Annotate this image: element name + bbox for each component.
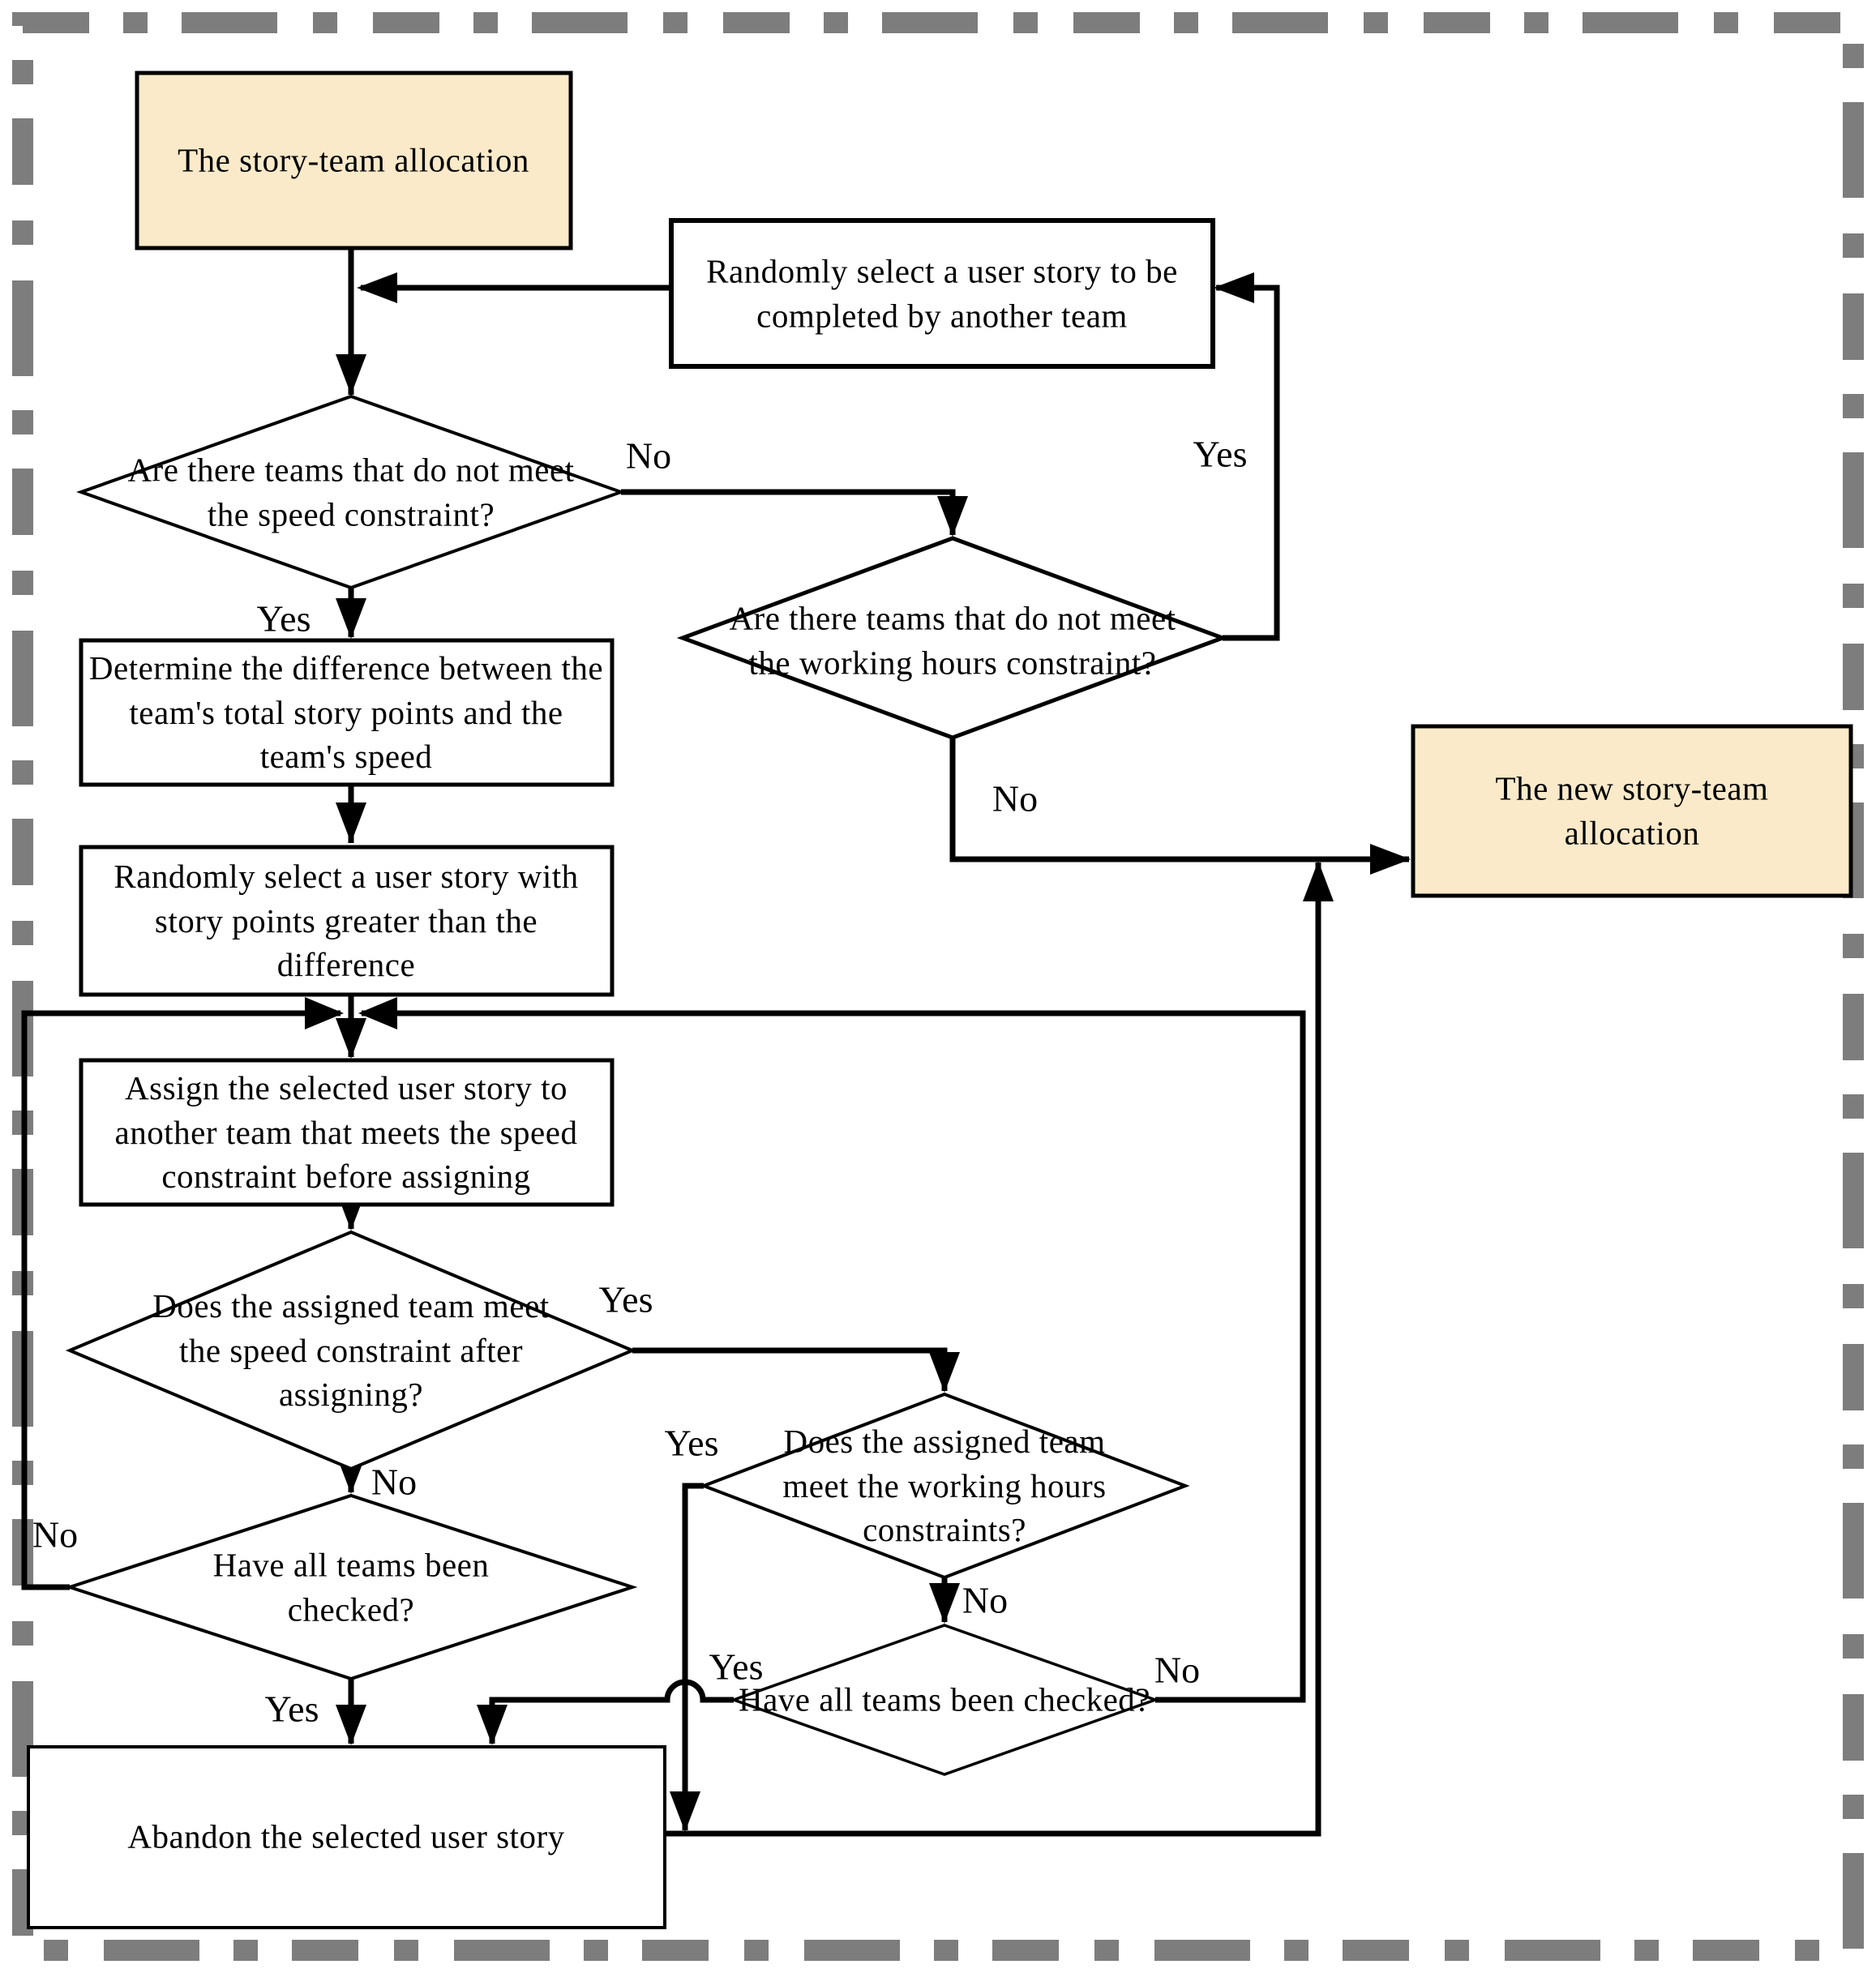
arrowhead-into-assigned-hours — [929, 1352, 960, 1393]
edge-hours-check-no — [949, 738, 1409, 862]
random-select-shape — [669, 218, 1215, 369]
random-select-label: Randomly select a user story to be compl… — [706, 252, 1178, 334]
assigned-hours-diamond — [699, 1392, 1190, 1580]
arrowhead-into-hours-check — [937, 496, 968, 537]
hours-check-no-label: No — [992, 777, 1039, 820]
speed-check-yes-label: Yes — [256, 597, 311, 640]
arrowhead-hours-yes-into-feed — [670, 1791, 700, 1832]
teams-right-no-label: No — [1154, 1649, 1201, 1691]
determine-difference-shape — [79, 638, 615, 787]
assigned-speed-yes-label: Yes — [598, 1278, 653, 1320]
edge-assigned-hours-yes — [682, 1483, 704, 1830]
teams-left-no-label: No — [32, 1513, 79, 1556]
edge-assigned-speed-yes — [632, 1347, 948, 1391]
arrowhead-into-teams-right — [929, 1583, 960, 1624]
arrowhead-into-speed-check — [336, 354, 366, 395]
hours-check-yes-label: Yes — [1193, 433, 1248, 475]
teams-checked-left-diamond — [64, 1493, 638, 1681]
arrowhead-into-select-story — [336, 802, 366, 843]
arrowhead-into-assign — [336, 1018, 366, 1059]
select-story-shape — [79, 845, 615, 997]
edge-teams-right-no-loop — [362, 1010, 1306, 1703]
abandon-story-label: Abandon the selected user story — [127, 1817, 565, 1855]
assigned-hours-no-label: No — [962, 1579, 1009, 1621]
arrowhead-into-random-select — [1214, 272, 1254, 303]
assigned-speed-diamond — [65, 1230, 637, 1471]
arrowhead-into-end — [1370, 844, 1411, 875]
end-node-label: The new story-team allocation — [1495, 769, 1769, 851]
arrowhead-junction-from-left — [305, 997, 344, 1029]
assigned-hours-yes-label: Yes — [664, 1422, 719, 1464]
arrowhead-teams-right-yes-into-abandon — [477, 1705, 508, 1745]
teams-checked-right-diamond — [729, 1624, 1160, 1776]
start-node-shape — [135, 71, 573, 250]
speed-check-diamond — [76, 394, 626, 590]
teams-checked-right-label: Have all teams been checked? — [738, 1680, 1150, 1718]
hours-check-label: Are there teams that do not meet the wor… — [729, 599, 1176, 681]
teams-right-yes-label: Yes — [709, 1646, 764, 1688]
select-story-label: Randomly select a user story with story … — [114, 858, 579, 984]
abandon-story-shape — [27, 1745, 666, 1929]
assign-story-shape — [79, 1058, 615, 1207]
assign-story-label: Assign the selected user story to anothe… — [114, 1069, 578, 1196]
arrowhead-teams-left-yes-into-abandon — [336, 1705, 366, 1745]
speed-check-no-label: No — [625, 434, 672, 477]
edge-teams-left-no-loop — [21, 1010, 341, 1590]
teams-left-yes-label: Yes — [264, 1688, 319, 1730]
dashed-frame — [12, 12, 1864, 1961]
arrowhead-feed-into-end-line — [1303, 861, 1334, 901]
start-node-label: The story-team allocation — [178, 141, 529, 179]
determine-difference-label: Determine the difference between the tea… — [88, 649, 604, 776]
assigned-hours-label: Does the assigned team meet the working … — [782, 1423, 1107, 1549]
hours-check-diamond — [676, 536, 1229, 740]
assigned-speed-label: Does the assigned team meet the speed co… — [152, 1287, 550, 1414]
speed-check-label: Are there teams that do not meet the spe… — [127, 451, 575, 533]
arrowhead-into-mainline — [357, 272, 397, 303]
assigned-speed-no-label: No — [370, 1461, 418, 1503]
arrowhead-into-determine — [336, 598, 366, 639]
edge-speed-check-no — [621, 489, 956, 535]
edge-abandon-to-end — [665, 862, 1321, 1837]
end-node-shape — [1411, 724, 1853, 898]
edge-teams-right-yes-with-bridge — [489, 1679, 734, 1744]
arrowhead-junction-from-right — [358, 997, 397, 1029]
teams-checked-left-label: Have all teams been checked? — [212, 1546, 490, 1628]
